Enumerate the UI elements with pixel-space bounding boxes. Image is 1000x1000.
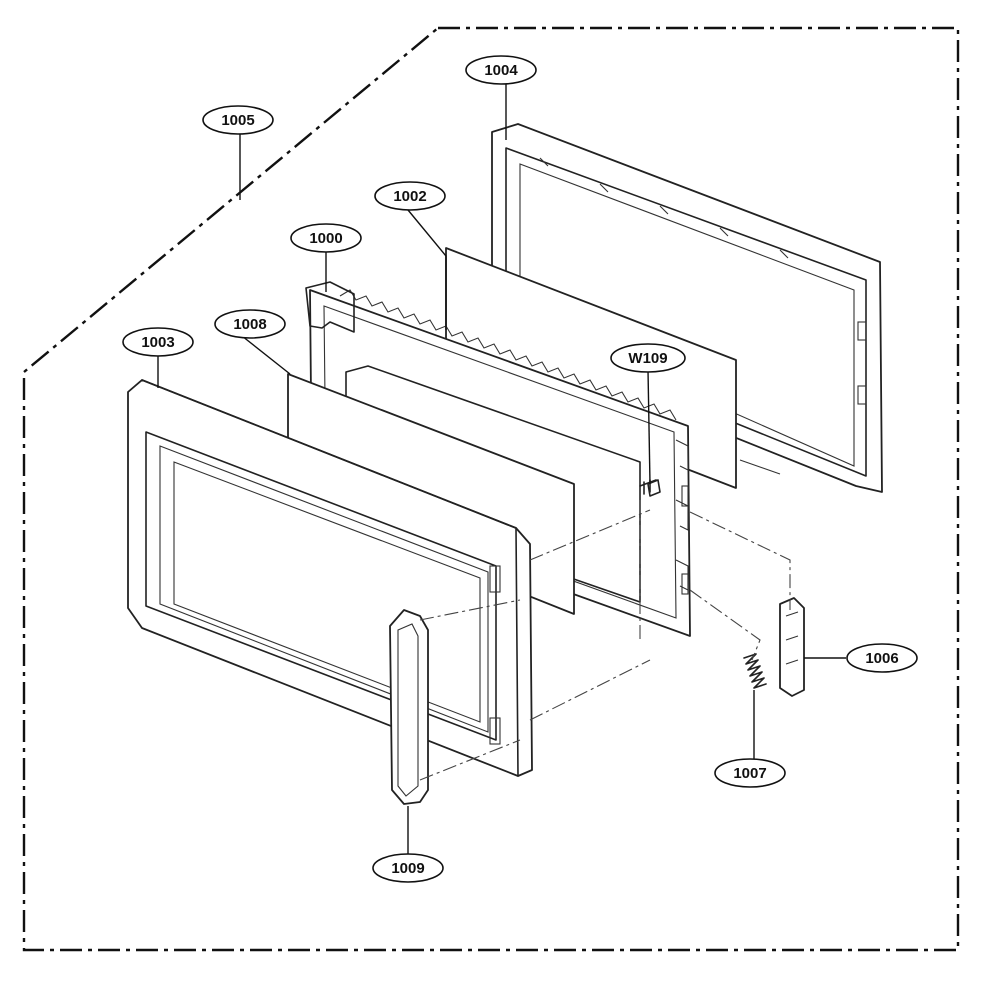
callout-W109: W109	[610, 343, 686, 373]
svg-text:1000: 1000	[309, 230, 342, 247]
callout-1009: 1009	[372, 853, 444, 883]
callout-1005: 1005	[202, 105, 274, 135]
svg-text:W109: W109	[628, 350, 667, 367]
svg-text:1008: 1008	[233, 316, 266, 333]
part-1004-rear-frame	[491, 123, 883, 493]
svg-text:1005: 1005	[221, 112, 254, 129]
leader-lines	[157, 84, 846, 856]
part-1003-outer-frame	[127, 379, 533, 777]
callout-1002: 1002	[374, 181, 446, 211]
callout-1003: 1003	[122, 327, 194, 357]
part-1006-latch	[779, 597, 805, 697]
part-1009-handle	[389, 609, 429, 805]
svg-text:1007: 1007	[733, 765, 766, 782]
svg-text:1003: 1003	[141, 334, 174, 351]
svg-text:1006: 1006	[865, 650, 898, 667]
callout-1004: 1004	[465, 55, 537, 85]
callout-1000: 1000	[290, 223, 362, 253]
svg-text:1004: 1004	[484, 62, 518, 79]
assembly-boundary	[22, 26, 960, 952]
alignment-lines	[419, 500, 791, 781]
callout-1008: 1008	[214, 309, 286, 339]
part-1007-spring	[743, 653, 767, 689]
svg-text:1002: 1002	[393, 188, 426, 205]
callout-1007: 1007	[714, 758, 786, 788]
svg-text:1009: 1009	[391, 860, 424, 877]
callout-1006: 1006	[846, 643, 918, 673]
